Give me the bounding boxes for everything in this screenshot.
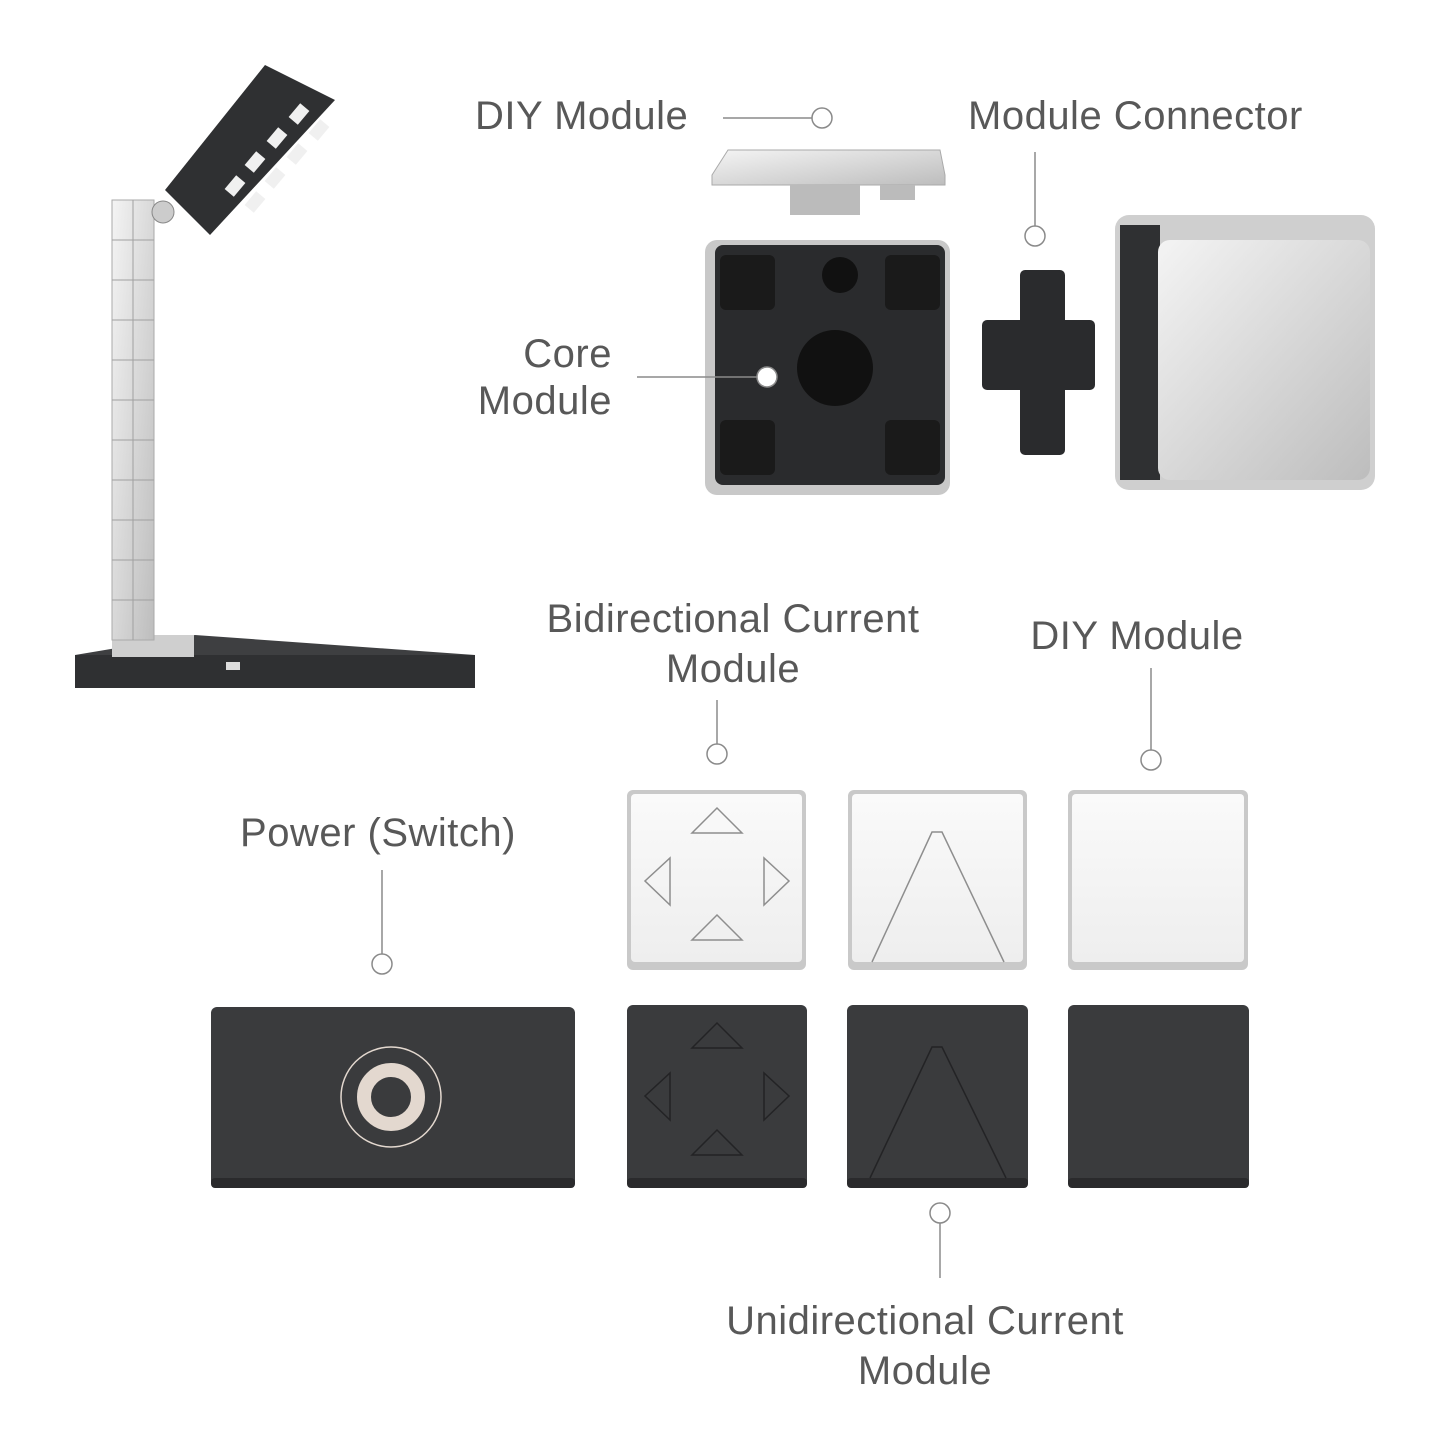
unidirectional-module-dark — [847, 1005, 1028, 1188]
silver-cube-image — [1115, 215, 1375, 490]
label-unidirectional-1: Unidirectional Current — [726, 1299, 1124, 1343]
label-power-switch: Power (Switch) — [240, 811, 516, 855]
power-switch-module — [211, 1007, 575, 1188]
callout-diy-top — [723, 107, 833, 129]
callout-power — [371, 870, 393, 975]
callout-unidirectional — [929, 1202, 951, 1278]
diy-module-dark — [1068, 1005, 1249, 1188]
callout-core — [637, 366, 778, 388]
label-unidirectional-2: Module — [857, 1349, 993, 1393]
desk-lamp-image — [75, 65, 475, 688]
label-core-module-2: Module — [477, 379, 612, 423]
label-bidirectional-2: Module — [665, 647, 801, 691]
bidirectional-module-silver — [627, 790, 806, 970]
label-core-module-1: Core — [523, 332, 612, 376]
unidirectional-module-silver — [848, 790, 1027, 970]
callout-bidirectional — [706, 700, 728, 765]
label-bidirectional-1: Bidirectional Current — [546, 597, 920, 641]
diy-module-silver — [1068, 790, 1248, 970]
core-module-image — [705, 240, 950, 495]
bidirectional-module-dark — [627, 1005, 807, 1188]
callout-connector — [1024, 152, 1046, 247]
label-diy-module-right: DIY Module — [1030, 614, 1244, 658]
callout-diy-right — [1140, 668, 1162, 771]
label-diy-module-top: DIY Module — [475, 94, 689, 138]
module-connector-image — [982, 270, 1095, 455]
diy-module-plate-image — [711, 149, 946, 215]
label-module-connector: Module Connector — [968, 94, 1303, 138]
